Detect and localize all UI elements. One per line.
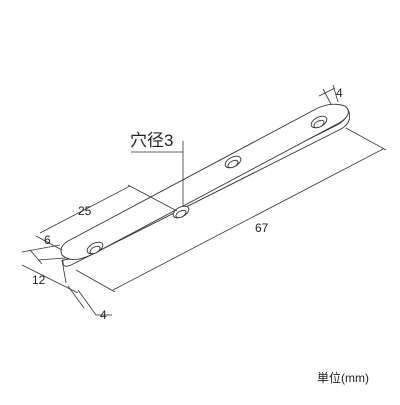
pitch-dimension [35, 184, 178, 251]
width-dimension [21, 244, 66, 265]
plate-top-face [60, 103, 349, 260]
hole-diameter-note: 穴径3 [130, 131, 173, 150]
end-to-hole-label: 12 [32, 273, 46, 287]
hole-2 [172, 205, 190, 219]
hole-note-leader [131, 141, 184, 206]
hole-1 [86, 241, 104, 255]
pitch-label: 25 [78, 204, 92, 218]
end-to-hole-dimension [21, 259, 79, 294]
unit-label: 単位(mm) [317, 370, 369, 385]
thickness-dimension [318, 84, 339, 105]
end-offset-dimension [67, 285, 112, 316]
length-dimension [75, 127, 387, 293]
length-label: 67 [255, 221, 269, 235]
thickness-label: 4 [336, 86, 343, 100]
hole-group [86, 115, 328, 255]
hole-3 [224, 155, 242, 169]
hole-4 [310, 115, 328, 129]
flat-bar-plate [60, 103, 350, 267]
width-label: 6 [44, 233, 51, 247]
end-offset-label: 4 [100, 308, 107, 322]
